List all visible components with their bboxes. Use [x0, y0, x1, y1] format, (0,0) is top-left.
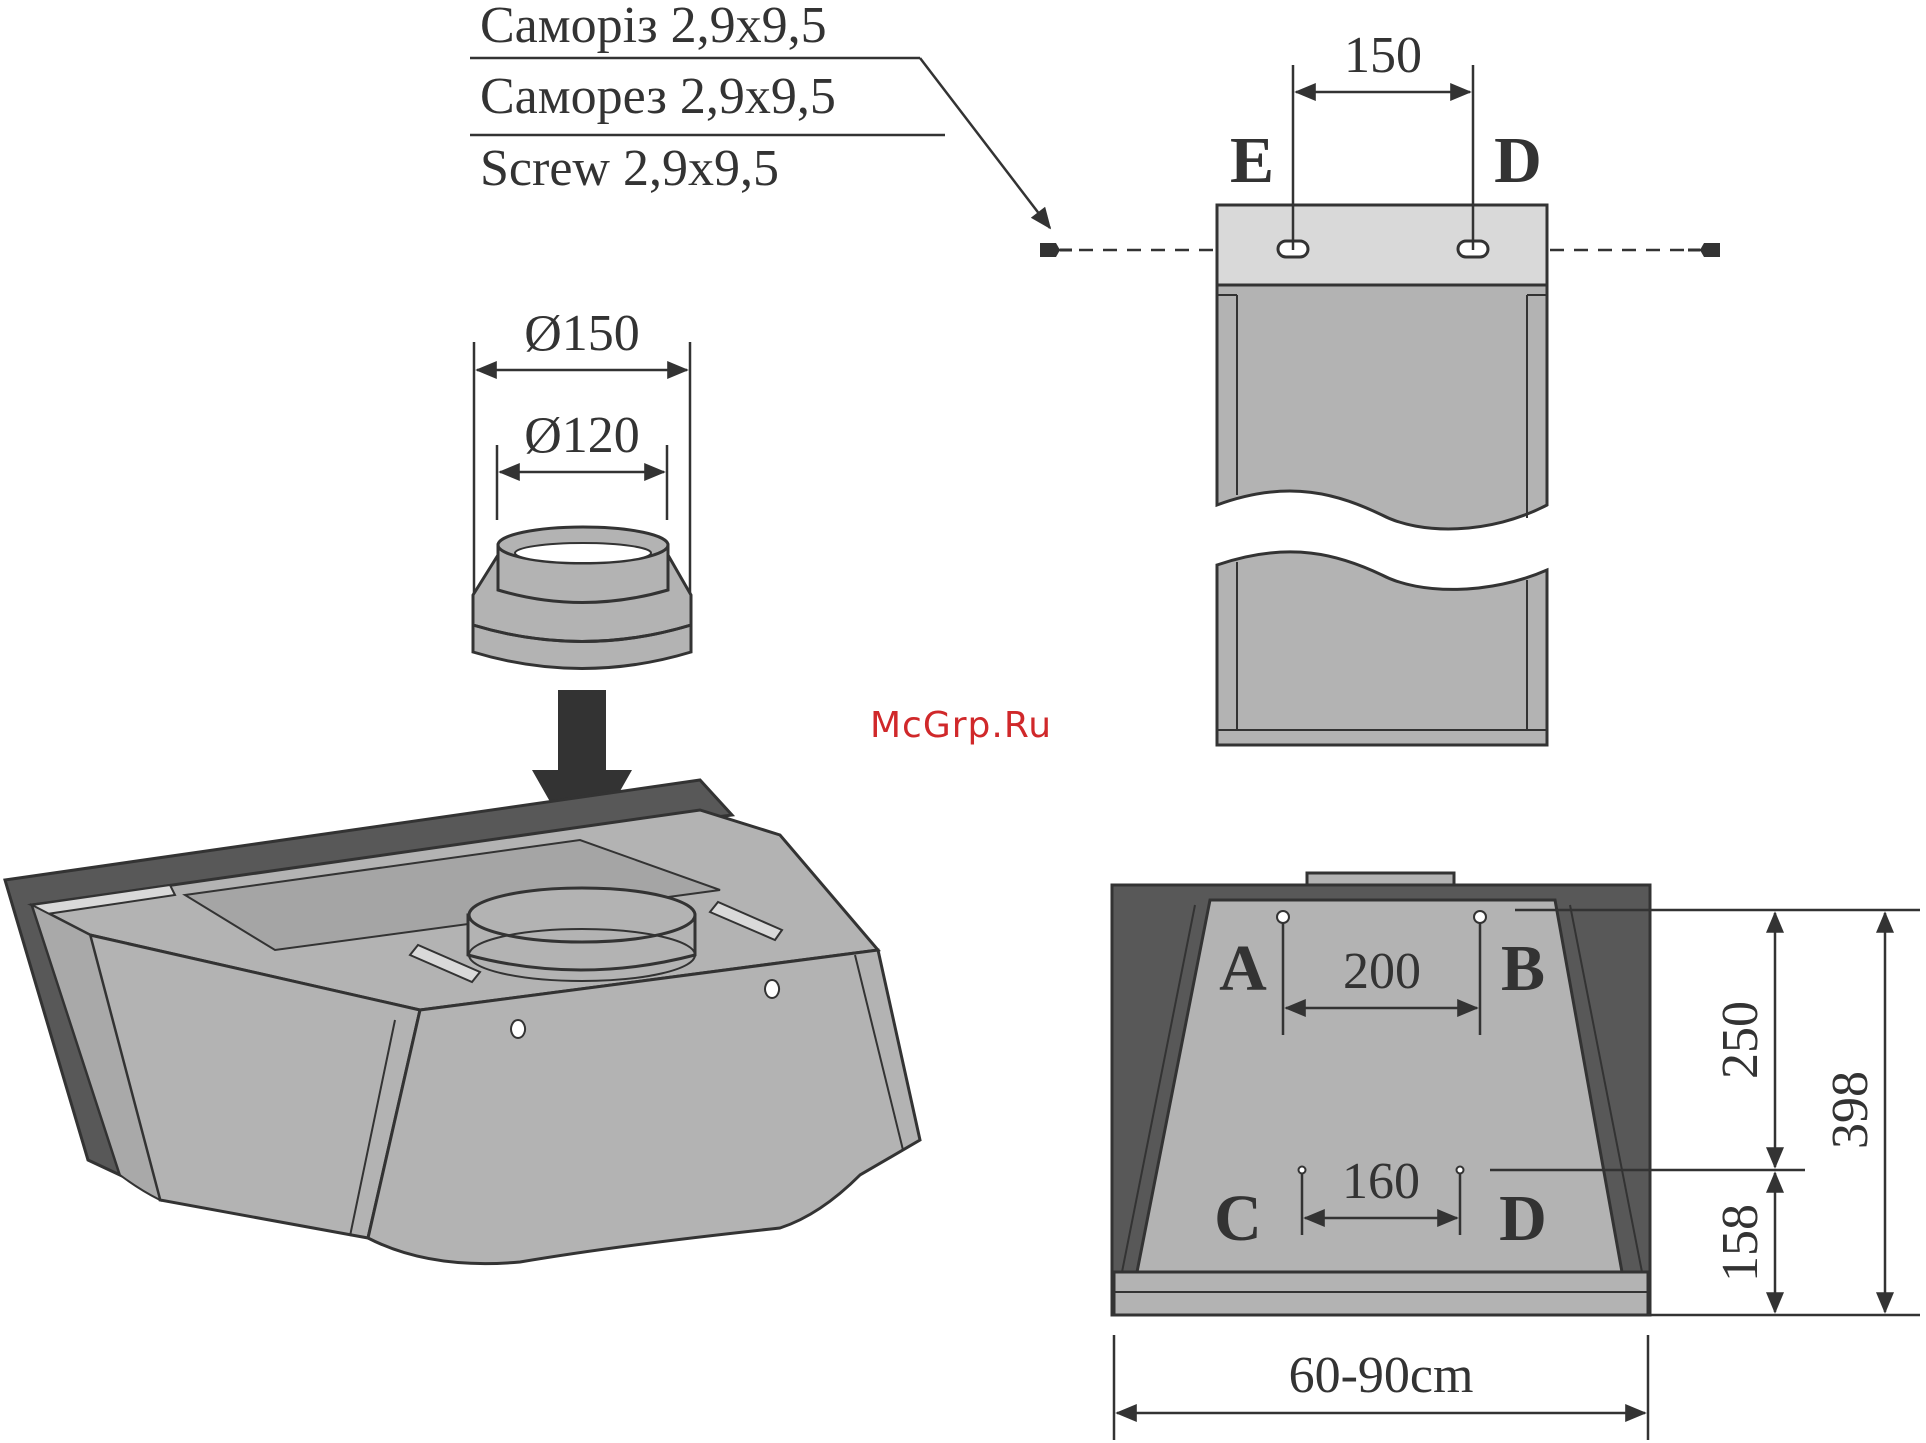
height-upper-label: 250 [1712, 1001, 1769, 1079]
adapter-ring: Ø150 Ø120 [473, 305, 691, 669]
point-d-label: D [1494, 124, 1542, 197]
point-a-label: A [1219, 932, 1267, 1005]
height-lower-label: 158 [1712, 1204, 1769, 1282]
outer-diameter-label: Ø150 [524, 305, 640, 362]
inner-diameter-label: Ø120 [524, 407, 640, 464]
screw-icon-left [1040, 243, 1072, 257]
watermark: McGrp.Ru [870, 705, 1052, 746]
point-b-label: B [1501, 932, 1545, 1005]
point-d-front-label: D [1499, 1182, 1547, 1255]
hood-front-view: 200 A B 160 C D 250 158 398 60-90cm [1112, 873, 1920, 1440]
duct-upper [1217, 285, 1547, 529]
duct-lower [1217, 552, 1547, 745]
bottom-spacing-label: 160 [1342, 1153, 1420, 1210]
height-total-label: 398 [1822, 1071, 1879, 1149]
screw-label-ukrainian: Саморіз 2,9х9,5 [480, 0, 827, 54]
width-label: 60-90cm [1289, 1347, 1474, 1404]
point-c-label: C [1214, 1182, 1262, 1255]
screw-label-russian: Саморез 2,9х9,5 [480, 68, 836, 125]
top-spacing-label: 200 [1343, 943, 1421, 1000]
screw-icon-right [1688, 243, 1720, 257]
bracket-plate [1217, 205, 1547, 285]
hood-perspective [5, 780, 920, 1264]
screw-label-english: Screw 2,9x9,5 [480, 140, 779, 197]
screw-callout: Саморіз 2,9х9,5 Саморез 2,9х9,5 Screw 2,… [470, 0, 1050, 228]
bracket-spacing-label: 150 [1344, 27, 1422, 84]
point-e-label: E [1230, 124, 1274, 197]
chimney-section: 150 E D [1040, 27, 1720, 745]
